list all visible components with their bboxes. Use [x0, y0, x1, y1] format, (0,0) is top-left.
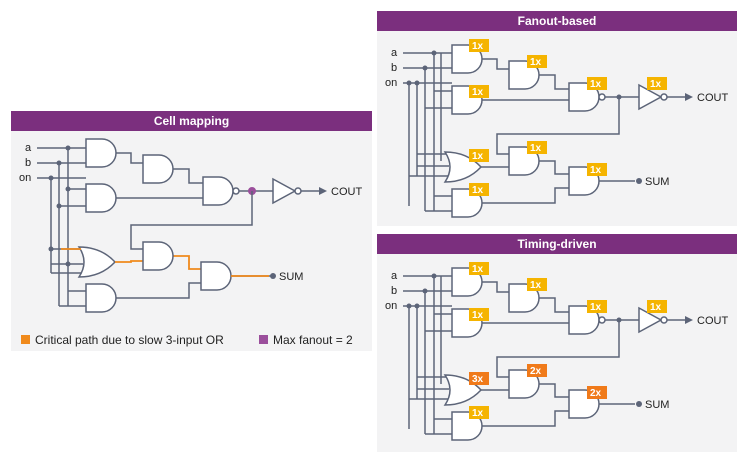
fanout-badge-2: 1x [527, 55, 547, 68]
and-gate-3 [85, 183, 117, 213]
svg-text:1x: 1x [530, 280, 542, 291]
fanout-badge-6: 1x [527, 141, 547, 154]
svg-text:1x: 1x [472, 264, 484, 275]
svg-text:1x: 1x [472, 408, 484, 419]
or3-gate [77, 246, 117, 278]
timing-title: Timing-driven [377, 234, 737, 254]
timing-badge-7: 2x [527, 364, 547, 377]
timing-badge-8: 2x [587, 386, 607, 399]
svg-text:1x: 1x [472, 151, 484, 162]
cout-label: COUT [331, 186, 362, 198]
fanout-panel: Fanout-based a b on COUT SUM [377, 11, 737, 226]
svg-text:1x: 1x [472, 87, 484, 98]
fanout-inverter [638, 83, 663, 111]
and-gate-sum [200, 261, 232, 291]
inverter-gate [272, 177, 297, 205]
legend-critical-text: Critical path due to slow 3-input OR [35, 333, 224, 347]
svg-text:1x: 1x [472, 185, 484, 196]
timing-input-a: a [391, 270, 398, 282]
fanout-title: Fanout-based [377, 11, 737, 31]
fanout-input-b: b [391, 62, 397, 74]
input-b-label: b [25, 157, 31, 169]
input-on-label: on [19, 172, 31, 184]
fanout-badge-4: 1x [647, 77, 667, 90]
timing-diagram: a b on COUT SUM 1x 1x [385, 262, 728, 441]
fanout-input-on: on [385, 77, 397, 89]
timing-input-b: b [391, 285, 397, 297]
fanout-cout: COUT [697, 92, 728, 104]
timing-sum: SUM [645, 399, 669, 411]
timing-inverter [638, 306, 663, 334]
svg-text:2x: 2x [530, 366, 542, 377]
timing-input-on: on [385, 300, 397, 312]
input-a-label: a [25, 142, 32, 154]
and-gate-5 [85, 283, 117, 313]
and-gate-1 [85, 138, 117, 168]
fanout-badge-3: 1x [587, 77, 607, 90]
and-gate-2 [142, 154, 174, 184]
fanout-diagram: a b on COUT SUM 1x 1x [385, 39, 728, 218]
svg-text:1x: 1x [530, 143, 542, 154]
fanout-badge-5: 1x [469, 85, 489, 98]
cell-mapping-panel: Cell mapping a b on COUT [11, 111, 372, 351]
svg-text:1x: 1x [590, 302, 602, 313]
svg-text:2x: 2x [590, 388, 602, 399]
legend-critical-swatch [21, 335, 30, 344]
svg-text:1x: 1x [472, 41, 484, 52]
sum-label: SUM [279, 271, 303, 283]
svg-text:1x: 1x [590, 165, 602, 176]
fanout-badge-1: 1x [469, 39, 489, 52]
cell-mapping-title: Cell mapping [11, 111, 372, 131]
timing-cout: COUT [697, 315, 728, 327]
timing-badge-4: 1x [647, 300, 667, 313]
svg-text:1x: 1x [650, 302, 662, 313]
timing-badge-1: 1x [469, 262, 489, 275]
legend-fanout-swatch [259, 335, 268, 344]
fanout-badge-8: 1x [587, 163, 607, 176]
fanout-badge-9: 1x [469, 183, 489, 196]
cell-mapping-diagram: a b on COUT [19, 138, 362, 347]
svg-text:1x: 1x [472, 310, 484, 321]
svg-text:3x: 3x [472, 374, 484, 385]
fanout-sum: SUM [645, 176, 669, 188]
legend-fanout-text: Max fanout = 2 [273, 333, 353, 347]
timing-panel: Timing-driven a b on COUT SUM [377, 234, 737, 452]
and-gate-4 [142, 241, 174, 271]
fanout-badge-7: 1x [469, 149, 489, 162]
nand-gate [202, 176, 234, 206]
svg-text:1x: 1x [530, 57, 542, 68]
timing-badge-2: 1x [527, 278, 547, 291]
timing-badge-5: 1x [469, 308, 489, 321]
timing-badge-3: 1x [587, 300, 607, 313]
timing-badge-6: 3x [469, 372, 489, 385]
fanout-input-a: a [391, 47, 398, 59]
timing-badge-9: 1x [469, 406, 489, 419]
svg-text:1x: 1x [590, 79, 602, 90]
svg-text:1x: 1x [650, 79, 662, 90]
